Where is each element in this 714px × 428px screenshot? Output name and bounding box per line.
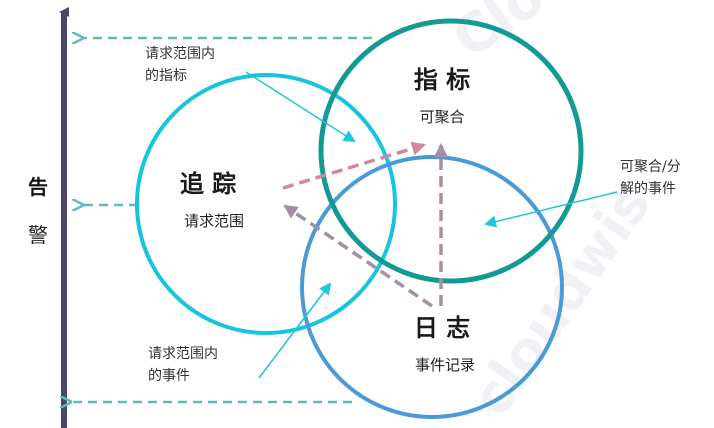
logs-title: 日 志 bbox=[414, 314, 470, 342]
logs-circle bbox=[300, 155, 564, 419]
metrics-title: 指 标 bbox=[414, 66, 470, 94]
annotation-request-scope-events-line2: 的事件 bbox=[148, 368, 190, 384]
flow-arrow-logs-to-tracing bbox=[283, 204, 433, 308]
pointer-request-scope-events bbox=[258, 282, 332, 379]
annotation-aggregatable-events-line2: 解的事件 bbox=[620, 181, 676, 197]
metrics-circle bbox=[318, 18, 584, 284]
annotation-request-scope-metrics-line1: 请求范围内 bbox=[145, 45, 215, 62]
tracing-title: 追 踪 bbox=[180, 170, 236, 198]
flow-arrow-tracing-to-metrics bbox=[282, 141, 426, 190]
logs-subtitle: 事件记录 bbox=[415, 356, 475, 374]
annotation-aggregatable-events-line1: 可聚合/分 bbox=[620, 159, 681, 175]
metrics-subtitle: 可聚合 bbox=[419, 108, 464, 126]
pointer-request-scope-metrics bbox=[245, 71, 356, 143]
alert-label-char1: 告 bbox=[28, 175, 48, 199]
tracing-subtitle: 请求范围 bbox=[184, 212, 244, 230]
pointer-aggregatable-events bbox=[484, 191, 618, 228]
annotation-request-scope-metrics-line2: 的指标 bbox=[145, 68, 187, 84]
alert-label-char2: 警 bbox=[28, 223, 48, 247]
annotation-request-scope-events-line1: 请求范围内 bbox=[148, 345, 218, 362]
tracing-circle bbox=[135, 73, 397, 335]
